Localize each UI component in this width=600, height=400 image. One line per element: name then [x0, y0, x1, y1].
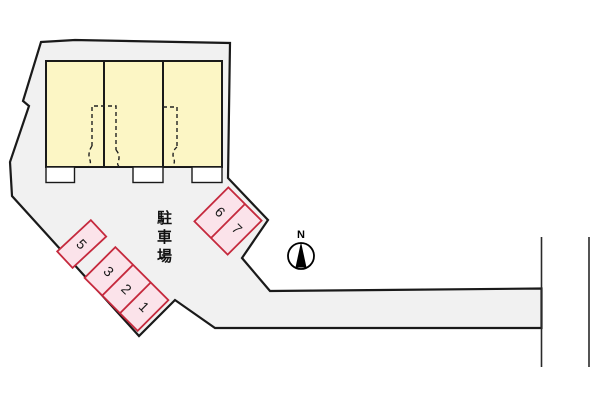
- compass-north-label: N: [297, 229, 305, 241]
- stall-divider-2-1: [119, 281, 152, 314]
- compass: N: [287, 229, 315, 270]
- entrance-porch-3: [191, 166, 223, 184]
- dashed-stair-hook-a-right: [115, 149, 120, 168]
- parking-area-label: 駐車場: [155, 210, 172, 267]
- parking-row-67: 6 7: [193, 186, 263, 256]
- parking-stall-5-area: [55, 218, 108, 270]
- parking-stall-5: 5: [55, 218, 108, 270]
- compass-needle-icon: [295, 242, 307, 268]
- building-footprint: [45, 60, 223, 168]
- dashed-stair-outline-b: [163, 106, 178, 147]
- stall-divider-6-7: [210, 203, 246, 239]
- parking-row-321: 3 2 1: [83, 245, 170, 333]
- dashed-stair-outline-a: [91, 105, 117, 150]
- parking-row-321-area: [83, 245, 170, 333]
- entrance-porch-1: [45, 166, 76, 184]
- stall-divider-3-2: [101, 264, 134, 297]
- entrance-porch-2: [132, 166, 164, 184]
- dashed-stair-hook-a-left: [88, 145, 93, 168]
